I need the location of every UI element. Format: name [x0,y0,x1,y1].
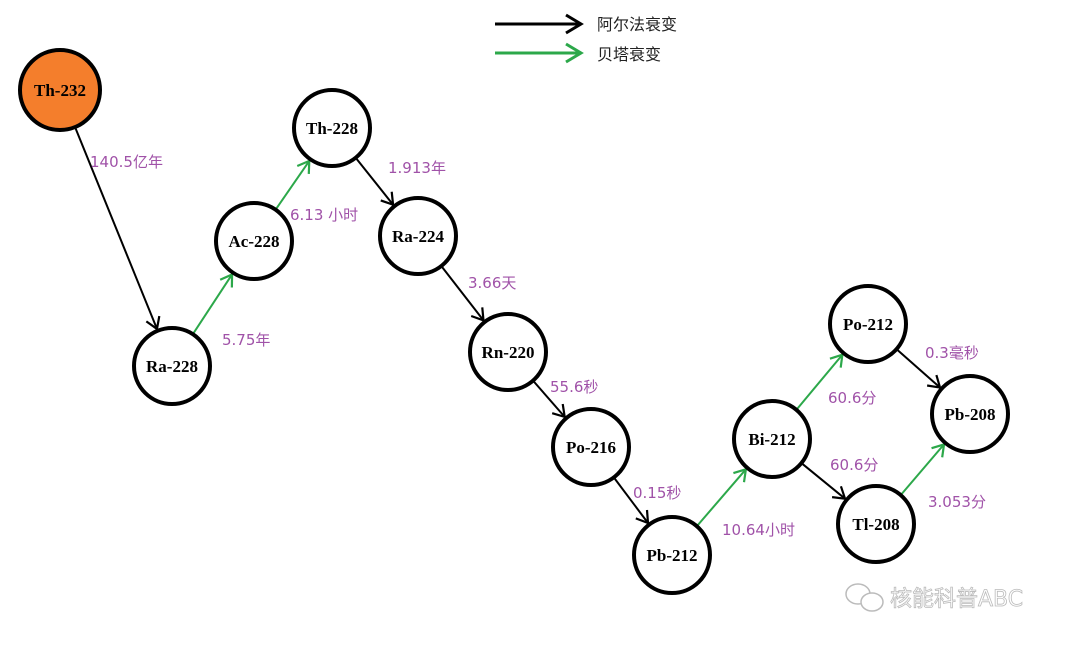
nuclide-circle [214,201,294,281]
nuclide-node-pb212: Pb-212 [632,515,712,595]
half-life-label: 0.15秒 [633,484,681,502]
half-life-label: 3.66天 [468,274,516,292]
decay-edge-th228-ra224: 1.913年 [354,157,446,207]
nuclide-node-bi212: Bi-212 [732,399,812,479]
nuclide-label: Th-232 [34,81,86,100]
arrowhead [296,159,311,174]
alpha-decay-arrow [74,127,158,330]
decay-edge-ra224-rn220: 3.66天 [440,265,516,323]
alpha-decay-arrow [354,157,394,206]
nuclide-label: Ac-228 [229,232,280,251]
half-life-label: 5.75年 [222,331,270,349]
nuclide-label: Ra-224 [392,227,444,246]
nuclide-circle [836,484,916,564]
decay-edge-po216-pb212: 0.15秒 [612,476,681,525]
half-life-label: 60.6分 [828,389,876,407]
nuclide-label: Ra-228 [146,357,198,376]
half-life-label: 10.64小时 [722,521,795,539]
nuclide-node-th228: Th-228 [292,88,372,168]
nuclide-circle [930,374,1010,454]
nuclide-circle [18,48,102,132]
nuclide-circle [292,88,372,168]
beta-decay-arrow [192,273,233,335]
nuclide-circle [828,284,908,364]
nuclide-node-pb208: Pb-208 [930,374,1010,454]
watermark-text: 核能科普ABC [890,587,1023,612]
beta-decay-arrow [899,443,945,496]
nuclide-node-po216: Po-216 [551,407,631,487]
nuclide-node-tl208: Tl-208 [836,484,916,564]
decay-edge-ac228-th228: 6.13 小时 [274,159,358,224]
alpha-decay-arrow [895,348,941,389]
arrowhead [733,467,748,483]
half-life-label: 6.13 小时 [290,206,358,224]
alpha-decay-arrow [612,476,649,524]
legend-beta-label: 贝塔衰变 [597,45,661,64]
nuclide-label: Pb-208 [945,405,996,424]
beta-decay-arrow [696,468,747,527]
half-life-label: 3.053分 [928,493,986,511]
beta-decay-arrow [274,160,311,211]
arrowhead [551,403,567,419]
watermark: 核能科普ABC [845,583,1024,612]
half-life-label: 55.6秒 [550,378,598,396]
nuclide-circle [632,515,712,595]
alpha-decay-arrow [800,462,846,500]
nuclide-circle [551,407,631,487]
legend-alpha-label: 阿尔法衰变 [597,15,677,34]
decay-edge-pb212-bi212: 10.64小时 [696,467,795,539]
wechat-icon [845,583,884,612]
half-life-label: 0.3毫秒 [925,344,979,362]
nuclide-node-ac228: Ac-228 [214,201,294,281]
nuclide-label: Pb-212 [647,546,698,565]
nuclide-node-po212: Po-212 [828,284,908,364]
nuclide-node-th232: Th-232 [18,48,102,132]
nuclide-label: Th-228 [306,119,358,138]
nuclide-circle [378,196,458,276]
half-life-label: 60.6分 [830,456,878,474]
nuclide-circle [732,399,812,479]
nuclide-circle [468,312,548,392]
decay-edge-po212-pb208: 0.3毫秒 [895,344,979,389]
arrowhead [931,442,946,458]
arrowhead [219,272,234,288]
beta-decay-arrow [795,354,844,411]
nuclide-label: Po-216 [566,438,616,457]
arrowhead [926,374,942,389]
arrowhead [831,485,847,500]
legend-beta-arrowhead [565,42,584,64]
nuclide-circle [132,326,212,406]
nuclide-label: Rn-220 [482,343,535,362]
legend: 阿尔法衰变 贝塔衰变 [495,13,677,64]
legend-alpha-arrowhead [565,13,584,35]
arrowhead [380,191,395,207]
decay-edge-ra228-ac228: 5.75年 [192,272,270,349]
nuclide-label: Po-212 [843,315,893,334]
decay-edge-rn220-po216: 55.6秒 [532,378,598,419]
nuclide-node-rn220: Rn-220 [468,312,548,392]
nuclide-node-ra228: Ra-228 [132,326,212,406]
nuclide-label: Tl-208 [852,515,899,534]
nuclide-node-ra224: Ra-224 [378,196,458,276]
alpha-decay-arrow [440,265,485,322]
decay-edge-bi212-tl208: 60.6分 [800,456,878,500]
half-life-label: 1.913年 [388,159,446,177]
decay-edge-th232-ra228: 140.5亿年 [74,127,163,331]
half-life-label: 140.5亿年 [90,153,163,171]
alpha-decay-arrow [532,379,566,418]
decay-edge-tl208-pb208: 3.053分 [899,442,986,511]
nuclide-label: Bi-212 [748,430,795,449]
